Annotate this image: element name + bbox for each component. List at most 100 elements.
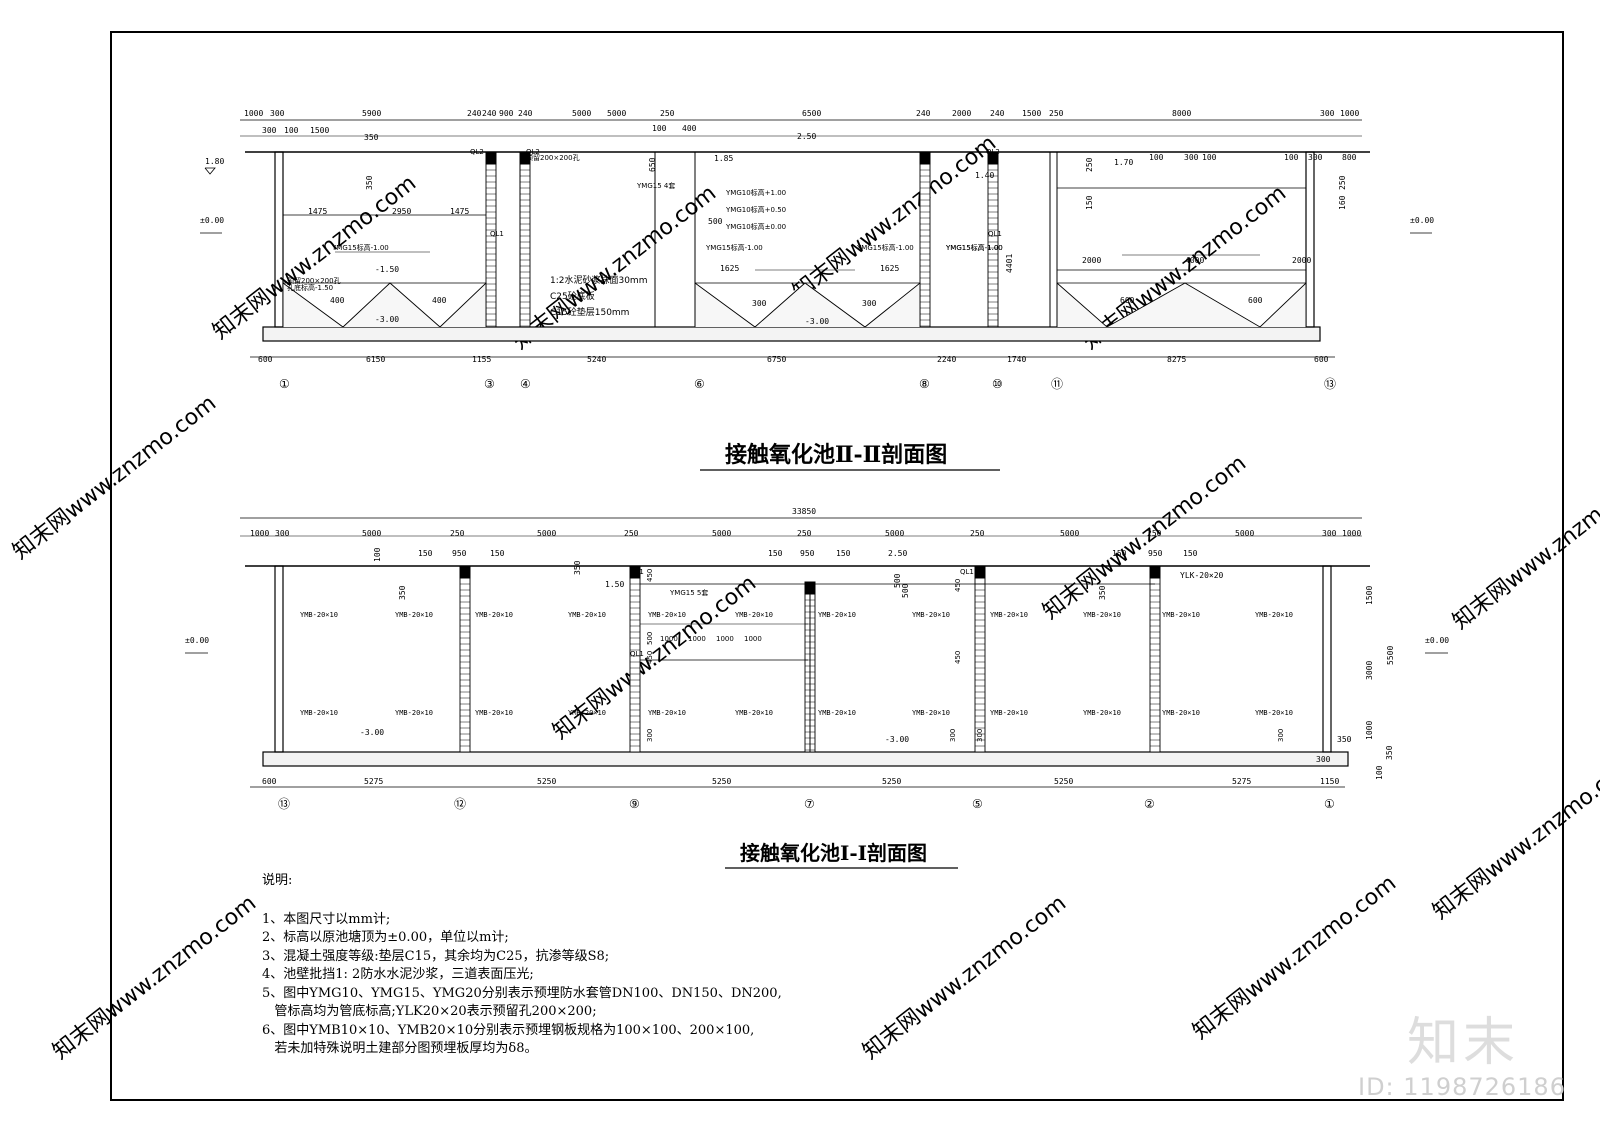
pipe-label: QL2 — [526, 148, 540, 156]
bottom-label: 500 — [646, 632, 654, 645]
inner-dimension: 350 — [365, 175, 374, 190]
plate-label: YMB-20×10 — [990, 611, 1028, 619]
axis-label: ⑪ — [1051, 377, 1063, 391]
notes-heading: 说明: — [262, 873, 293, 888]
plate-label: YMB-20×10 — [1083, 611, 1121, 619]
top-dimension: 250 — [660, 109, 675, 118]
inner-dimension: 600 — [1248, 296, 1263, 305]
bottom-label: QL1 — [960, 568, 974, 576]
detail-dimension: 150 — [418, 549, 433, 558]
detail-dimension: 350 — [1098, 585, 1107, 600]
detail-dimension: 100 — [652, 124, 667, 133]
right-dimension: 350 — [1385, 745, 1394, 760]
bottom-label: 300 — [976, 729, 984, 742]
axis-label: ⑨ — [629, 797, 640, 811]
plate-label: YMB-20×10 — [818, 709, 856, 717]
top-dimension: 250 — [450, 529, 465, 538]
pipe-label: 预留200×200孔 — [287, 276, 341, 285]
detail-dimension: 300 — [1308, 153, 1323, 162]
bottom-dimension: 8275 — [1167, 355, 1186, 364]
detail-dimension: 2.50 — [888, 549, 907, 558]
top-dimension: 250 — [970, 529, 985, 538]
top-dimension: 300 — [1320, 109, 1335, 118]
brick-wall — [974, 565, 986, 753]
pipe-label: YMG15标高-1.00 — [331, 243, 389, 252]
inner-dimension: 2000 — [1292, 256, 1311, 265]
plate-label: YMB-20×10 — [648, 611, 686, 619]
top-dimension: 5000 — [1060, 529, 1079, 538]
inner-dimension: 400 — [432, 296, 447, 305]
detail-dimension: 150 — [768, 549, 783, 558]
bottom-dimension: 1150 — [1320, 777, 1339, 786]
right-dimension: 300 — [1316, 755, 1331, 764]
inner-dimension: 250 — [1085, 157, 1094, 172]
detail-dimension: 1500 — [310, 126, 329, 135]
note-line: 1、本图尺寸以mm计; — [262, 911, 391, 927]
bottom-label: 300 — [646, 729, 654, 742]
inner-dimension: 1625 — [880, 264, 899, 273]
top-dimension: 1500 — [1022, 109, 1041, 118]
top-dimension: 1000 — [250, 529, 269, 538]
plate-label: YMB-20×10 — [648, 709, 686, 717]
top-dimension: 300 — [270, 109, 285, 118]
detail-dimension: 350 — [573, 560, 582, 575]
right-dimension: 1000 — [1365, 721, 1374, 740]
watermark-text: 知末网www.znzmo.com — [858, 891, 1071, 1065]
plate-label: YMB-20×10 — [735, 611, 773, 619]
detail-dimension: 800 — [1342, 153, 1357, 162]
bottom-label: YMG15 5套 — [669, 588, 708, 597]
detail-dimension: 1.70 — [1114, 158, 1133, 167]
brick-wall — [1149, 565, 1161, 753]
notes-list: 1、本图尺寸以mm计;2、标高以原池塘顶为±0.00，单位以m计;3、混凝土强度… — [262, 911, 782, 1059]
detail-dimension: 950 — [1148, 549, 1163, 558]
bottom-label: 1000 — [744, 635, 762, 643]
top-dimension: 5000 — [607, 109, 626, 118]
axis-label: ⑬ — [278, 797, 290, 811]
bottom-dimension: 6750 — [767, 355, 786, 364]
pipe-label: YMG15标高-1.00 — [856, 243, 914, 252]
material-legend: 1:2水泥砂浆抹面30mm — [550, 274, 647, 286]
detail-dimension: 300 — [1184, 153, 1199, 162]
elevation-mark: 1.80 — [205, 157, 224, 166]
right-dimension: 1500 — [1365, 586, 1374, 605]
top-dimension: 240 — [467, 109, 482, 118]
detail-dimension: 150 — [1112, 549, 1127, 558]
detail-dimension: 350 — [398, 585, 407, 600]
top-dimension: 900 — [499, 109, 514, 118]
inner-dimension: 650 — [648, 157, 657, 172]
inner-dimension: 300 — [862, 299, 877, 308]
elevation-mark: ±0.00 — [185, 636, 209, 645]
plate-label: YMB-20×10 — [1255, 709, 1293, 717]
pipe-label: YMG10标高±0.00 — [725, 222, 786, 231]
brick-wall — [485, 151, 497, 328]
bottom-dimension: 600 — [1314, 355, 1329, 364]
note-line: 4、池壁批挡1: 2防水水泥沙浆，三道表面压光; — [262, 967, 534, 982]
axis-label: ⑦ — [804, 797, 815, 811]
elevation-mark: ±0.00 — [1425, 636, 1449, 645]
top-dimension: 300 — [1322, 529, 1337, 538]
axis-label: ① — [1324, 797, 1335, 811]
pipe-label: QL2 — [986, 148, 1000, 156]
note-line: 管标高均为管底标高;YLK20×20表示预留孔200×200; — [262, 1004, 597, 1019]
note-line: 2、标高以原池塘顶为±0.00，单位以m计; — [262, 930, 509, 945]
watermark-id: ID: 1198726186 — [1358, 1073, 1566, 1101]
elevation-mark: -3.00 — [805, 317, 829, 326]
overall-dimension: 33850 — [792, 507, 816, 516]
top-dimension: 5000 — [712, 529, 731, 538]
elevation-mark: -1.50 — [375, 265, 399, 274]
plate-label: YMB-20×10 — [1083, 709, 1121, 717]
pipe-label: YMG15标高-1.00 — [705, 243, 763, 252]
inner-dimension: 1475 — [308, 207, 327, 216]
note-line: 若未加特殊说明土建部分图预埋板厚均为δ8。 — [262, 1041, 538, 1056]
pipe-label: YMG10标高+1.00 — [725, 188, 786, 197]
top-dimension: 250 — [1049, 109, 1064, 118]
elevation-mark: ±0.00 — [1410, 216, 1434, 225]
plate-label: YMB-20×10 — [475, 709, 513, 717]
right-dimension: 5500 — [1386, 646, 1395, 665]
pipe-label: YMG10标高+0.50 — [725, 205, 786, 214]
top-dimension: 1000 — [1340, 109, 1359, 118]
right-dimension: 100 — [1375, 765, 1384, 780]
